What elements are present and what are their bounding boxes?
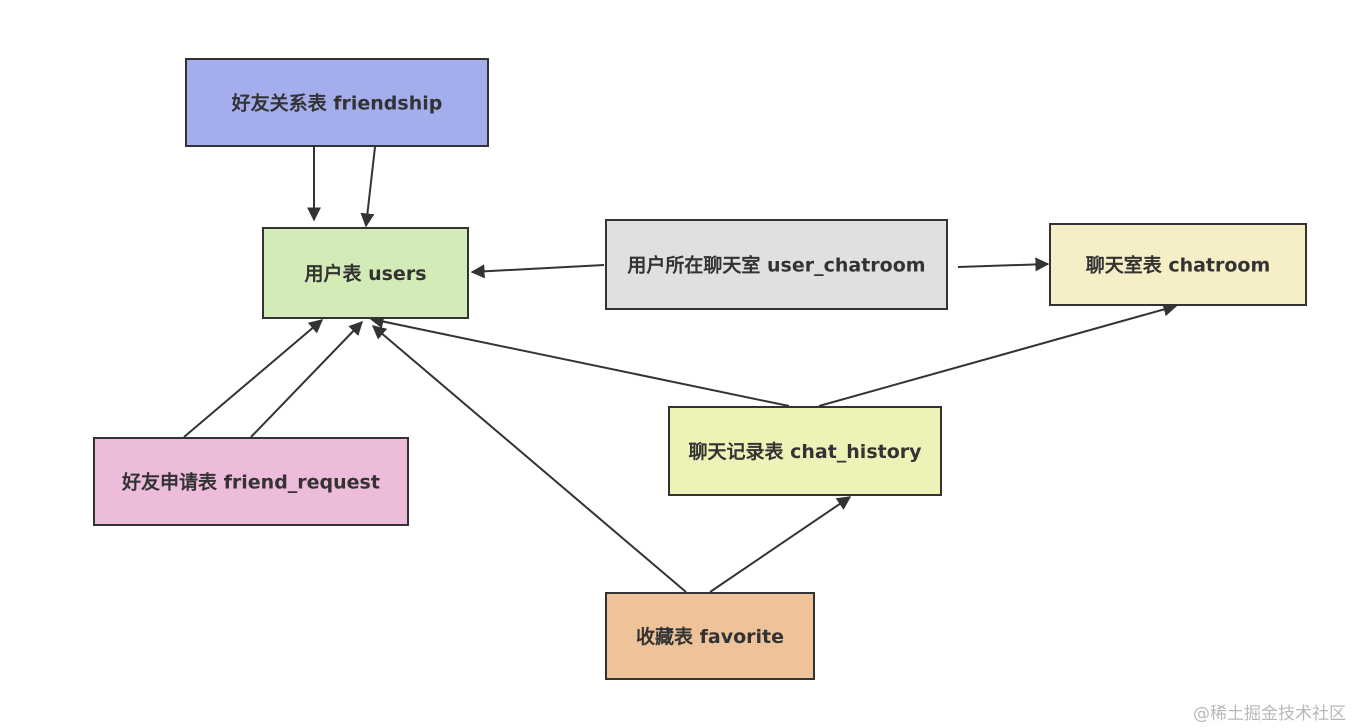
edge-chat_history-to-chatroom: [818, 302, 1178, 407]
node-label: 用户所在聊天室 user_chatroom: [627, 254, 925, 277]
node-chat_history[interactable]: 聊天记录表 chat_history: [668, 406, 942, 496]
node-favorite[interactable]: 收藏表 favorite: [605, 592, 815, 680]
node-user_chatroom[interactable]: 用户所在聊天室 user_chatroom: [605, 219, 948, 310]
node-label: 用户表 users: [304, 262, 426, 285]
edge-friend_request-to-users: [250, 320, 363, 438]
node-box: [1049, 223, 1307, 306]
node-label: 收藏表 favorite: [636, 625, 784, 648]
edge-favorite-to-chat_history: [709, 496, 852, 593]
node-label: 聊天室表 chatroom: [1086, 254, 1271, 277]
node-box: [262, 227, 469, 319]
node-friend_request[interactable]: 好友申请表 friend_request: [93, 437, 409, 526]
edge-friend_request-to-users: [183, 319, 324, 438]
edge-user_chatroom-to-users: [470, 264, 605, 279]
node-box: [605, 592, 815, 680]
node-box: [185, 58, 489, 147]
edge-chat_history-to-users: [369, 314, 790, 407]
node-friendship[interactable]: 好友关系表 friendship: [185, 58, 489, 147]
node-users[interactable]: 用户表 users: [262, 227, 469, 319]
node-chatroom[interactable]: 聊天室表 chatroom: [1049, 223, 1307, 306]
edge-favorite-to-users: [371, 325, 687, 593]
node-label: 好友申请表 friend_request: [121, 471, 380, 494]
edge-user_chatroom-to-chatroom: [957, 257, 1050, 272]
node-box: [93, 437, 409, 526]
edge-friendship-to-users: [360, 146, 376, 228]
watermark: @稀土掘金技术社区: [1193, 704, 1346, 724]
node-box: [605, 219, 948, 310]
node-label: 聊天记录表 chat_history: [688, 440, 922, 463]
node-box: [668, 406, 942, 496]
node-label: 好友关系表 friendship: [231, 92, 443, 115]
